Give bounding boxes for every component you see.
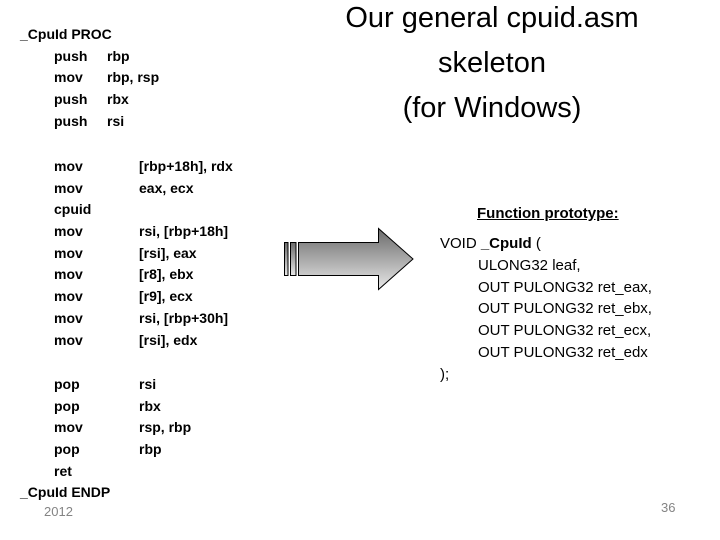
- asm-mnemonic: mov: [54, 266, 83, 283]
- asm-operand: rsi: [107, 112, 125, 129]
- asm-mnemonic: push: [54, 91, 88, 108]
- title-line-3: (for Windows): [402, 92, 582, 124]
- asm-operand: rbp: [139, 441, 162, 458]
- asm-line: mov [rsi], edx: [20, 330, 233, 352]
- asm-operand: [rsi], edx: [139, 331, 198, 348]
- asm-mnemonic: mov: [54, 244, 83, 261]
- asm-mnemonic: push: [54, 47, 88, 64]
- asm-operand: [rbp+18h], rdx: [139, 158, 233, 174]
- prototype-signature: VOID _CpuId (: [440, 233, 652, 255]
- asm-operand: [r8], ebx: [139, 266, 194, 283]
- asm-mnemonic: mov: [54, 309, 83, 326]
- asm-line: mov [rsi], eax: [20, 243, 233, 265]
- asm-mnemonic: mov: [54, 288, 83, 305]
- asm-operand: rsi, [rbp+30h]: [139, 309, 229, 326]
- asm-line: mov rbp, rsp: [20, 67, 159, 89]
- asm-mnemonic: mov: [54, 223, 83, 240]
- asm-line: ret: [20, 461, 191, 483]
- asm-mnemonic: mov: [54, 158, 83, 174]
- prototype-param: OUT PULONG32 ret_ecx,: [478, 322, 652, 340]
- asm-line: pop rsi: [20, 374, 191, 396]
- asm-block-epilogue: pop rsi pop rbx mov rsp, rbp pop rbp ret _Cp…: [20, 374, 191, 504]
- signature-return-type: VOID: [440, 235, 481, 252]
- asm-line: push rbp: [20, 46, 159, 68]
- asm-line: pop rbx: [20, 396, 191, 418]
- arrow-body: [298, 227, 414, 291]
- title-line-2: skeleton: [437, 47, 546, 79]
- asm-proc-label: _CpuId PROC: [20, 26, 112, 42]
- arrow-stripe-1: [284, 242, 289, 276]
- footer-year: 2012: [44, 504, 73, 519]
- prototype-heading: Function prototype:: [477, 205, 619, 222]
- asm-mnemonic: ret: [54, 462, 72, 479]
- asm-mnemonic: mov: [54, 331, 83, 348]
- asm-mnemonic: pop: [54, 397, 80, 414]
- asm-line: mov eax, ecx: [20, 178, 233, 200]
- asm-operand: [r9], ecx: [139, 288, 193, 305]
- prototype-param: OUT PULONG32 ret_eax,: [478, 278, 652, 296]
- asm-operand: rsi, [rbp+18h]: [139, 223, 229, 240]
- asm-mnemonic: pop: [54, 376, 80, 392]
- asm-operand: eax, ecx: [139, 179, 194, 196]
- asm-operand: rbp, rsp: [107, 69, 160, 86]
- asm-line: mov rsi, [rbp+18h]: [20, 221, 233, 243]
- asm-line: mov rsi, [rbp+30h]: [20, 308, 233, 330]
- asm-endp-label: _CpuId ENDP: [20, 484, 111, 501]
- asm-operand: rbx: [139, 397, 161, 414]
- asm-line: cpuid: [20, 199, 233, 221]
- asm-operand: rsi: [139, 376, 157, 392]
- signature-function-name: _CpuId: [480, 235, 532, 252]
- page-number: 36: [661, 500, 676, 515]
- prototype-param: ULONG32 leaf,: [478, 256, 581, 274]
- asm-mnemonic: cpuid: [54, 201, 92, 218]
- asm-line: mov [rbp+18h], rdx: [20, 156, 233, 178]
- asm-line: pop rbp: [20, 439, 191, 461]
- asm-operand: rsp, rbp: [139, 419, 192, 436]
- prototype-body: VOID _CpuId ( ULONG32 leaf, OUT PULONG32…: [440, 233, 652, 386]
- asm-line: mov rsp, rbp: [20, 417, 191, 439]
- asm-mnemonic: push: [54, 112, 88, 129]
- asm-mnemonic: pop: [54, 441, 80, 458]
- asm-line: mov [r9], ecx: [20, 286, 233, 308]
- asm-operand: [rsi], eax: [139, 244, 197, 261]
- asm-mnemonic: mov: [54, 69, 83, 86]
- arrow-stripe-2: [290, 242, 297, 276]
- asm-block-body: mov [rbp+18h], rdx mov eax, ecx cpuid mov r…: [20, 156, 233, 351]
- signature-open-paren: (: [531, 235, 541, 252]
- slide-title: Our general cpuid.asm skeleton (for Wind…: [281, 0, 703, 131]
- striped-right-arrow-icon: [284, 227, 414, 291]
- asm-line: push rbx: [20, 89, 159, 111]
- asm-mnemonic: mov: [54, 179, 83, 196]
- asm-operand: rbx: [107, 91, 129, 108]
- prototype-param: OUT PULONG32 ret_ebx,: [478, 300, 652, 318]
- asm-operand: rbp: [107, 47, 130, 64]
- prototype-close: );: [440, 365, 450, 383]
- title-line-1: Our general cpuid.asm: [345, 2, 639, 34]
- asm-mnemonic: mov: [54, 419, 83, 436]
- asm-line: push rsi: [20, 111, 159, 133]
- asm-line: mov [r8], ebx: [20, 264, 233, 286]
- prototype-param: OUT PULONG32 ret_edx: [478, 343, 648, 361]
